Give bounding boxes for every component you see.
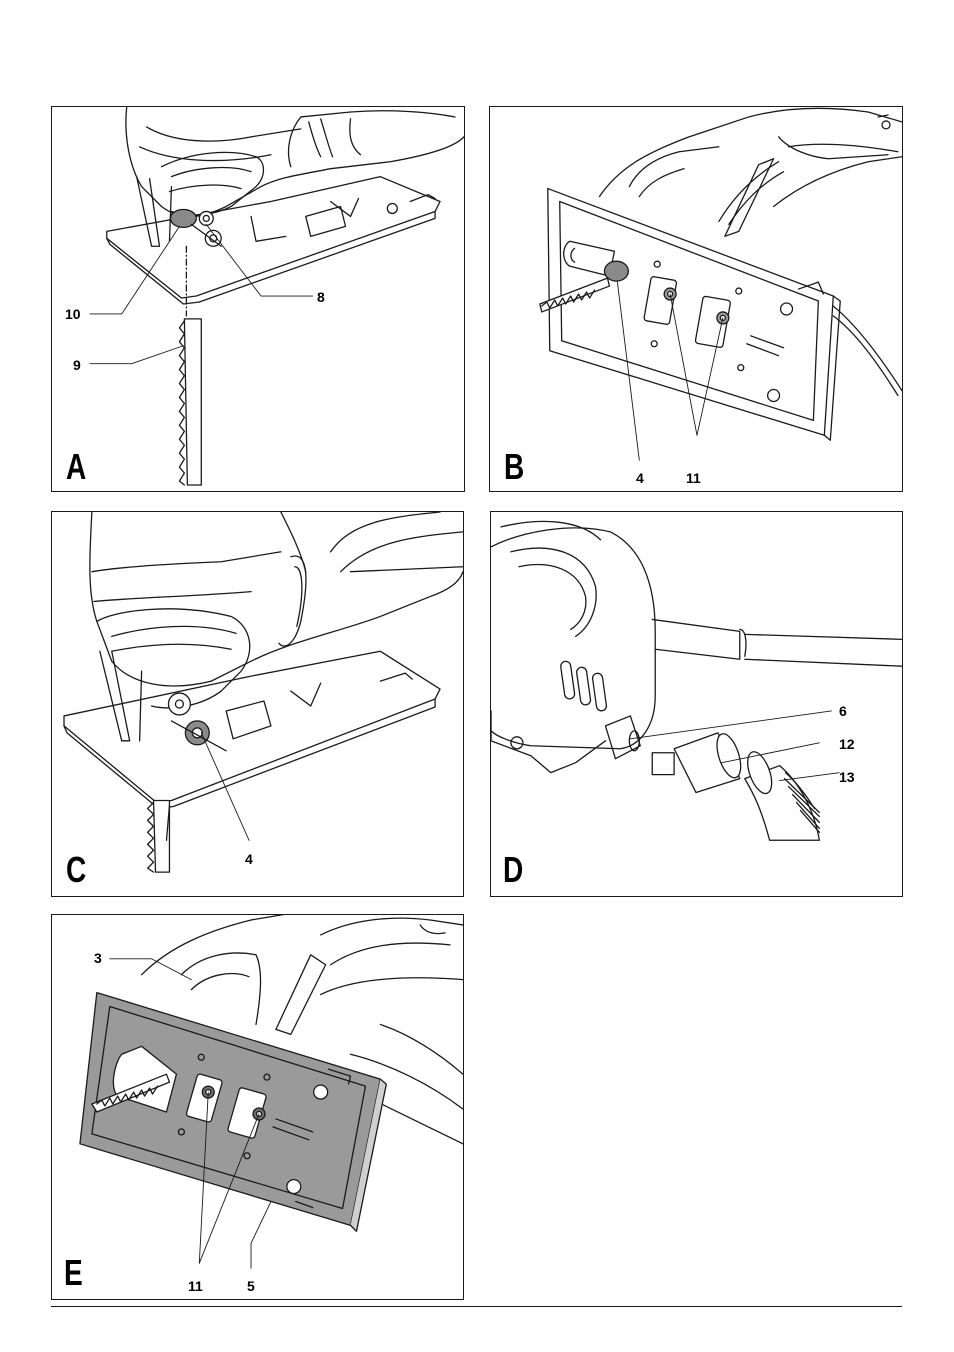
baseplate-removal-illustration: [52, 915, 463, 1299]
figure-panel-b: 4 11 B: [489, 106, 903, 492]
jigsaw-blade-clamp-illustration: [52, 107, 464, 491]
callout-9: 9: [73, 358, 81, 372]
callout-13: 13: [839, 770, 855, 784]
figure-panel-c: 4 C: [51, 511, 464, 897]
callout-3: 3: [94, 951, 102, 965]
callout-11: 11: [686, 471, 701, 485]
callout-12: 12: [839, 737, 855, 751]
panel-letter-c: C: [66, 852, 86, 888]
figure-panel-e: 3 11 5 E: [51, 914, 464, 1300]
figure-panel-d: 6 12 13 D: [490, 511, 903, 897]
panel-letter-b: B: [504, 449, 524, 485]
panel-letter-e: E: [64, 1255, 82, 1291]
footer-rule: [51, 1306, 902, 1307]
callout-4: 4: [245, 852, 253, 866]
panel-letter-d: D: [503, 852, 523, 888]
callout-6: 6: [839, 704, 847, 718]
callout-8: 8: [317, 290, 325, 304]
panel-letter-a: A: [66, 449, 86, 485]
callout-10: 10: [65, 307, 81, 321]
callout-5: 5: [247, 1279, 255, 1293]
jigsaw-blade-release-illustration: [52, 512, 463, 896]
figure-panel-a: 10 8 9 A: [51, 106, 465, 492]
jigsaw-baseplate-underside-illustration: [490, 107, 902, 491]
callout-11: 11: [188, 1279, 203, 1293]
callout-4: 4: [636, 471, 644, 485]
